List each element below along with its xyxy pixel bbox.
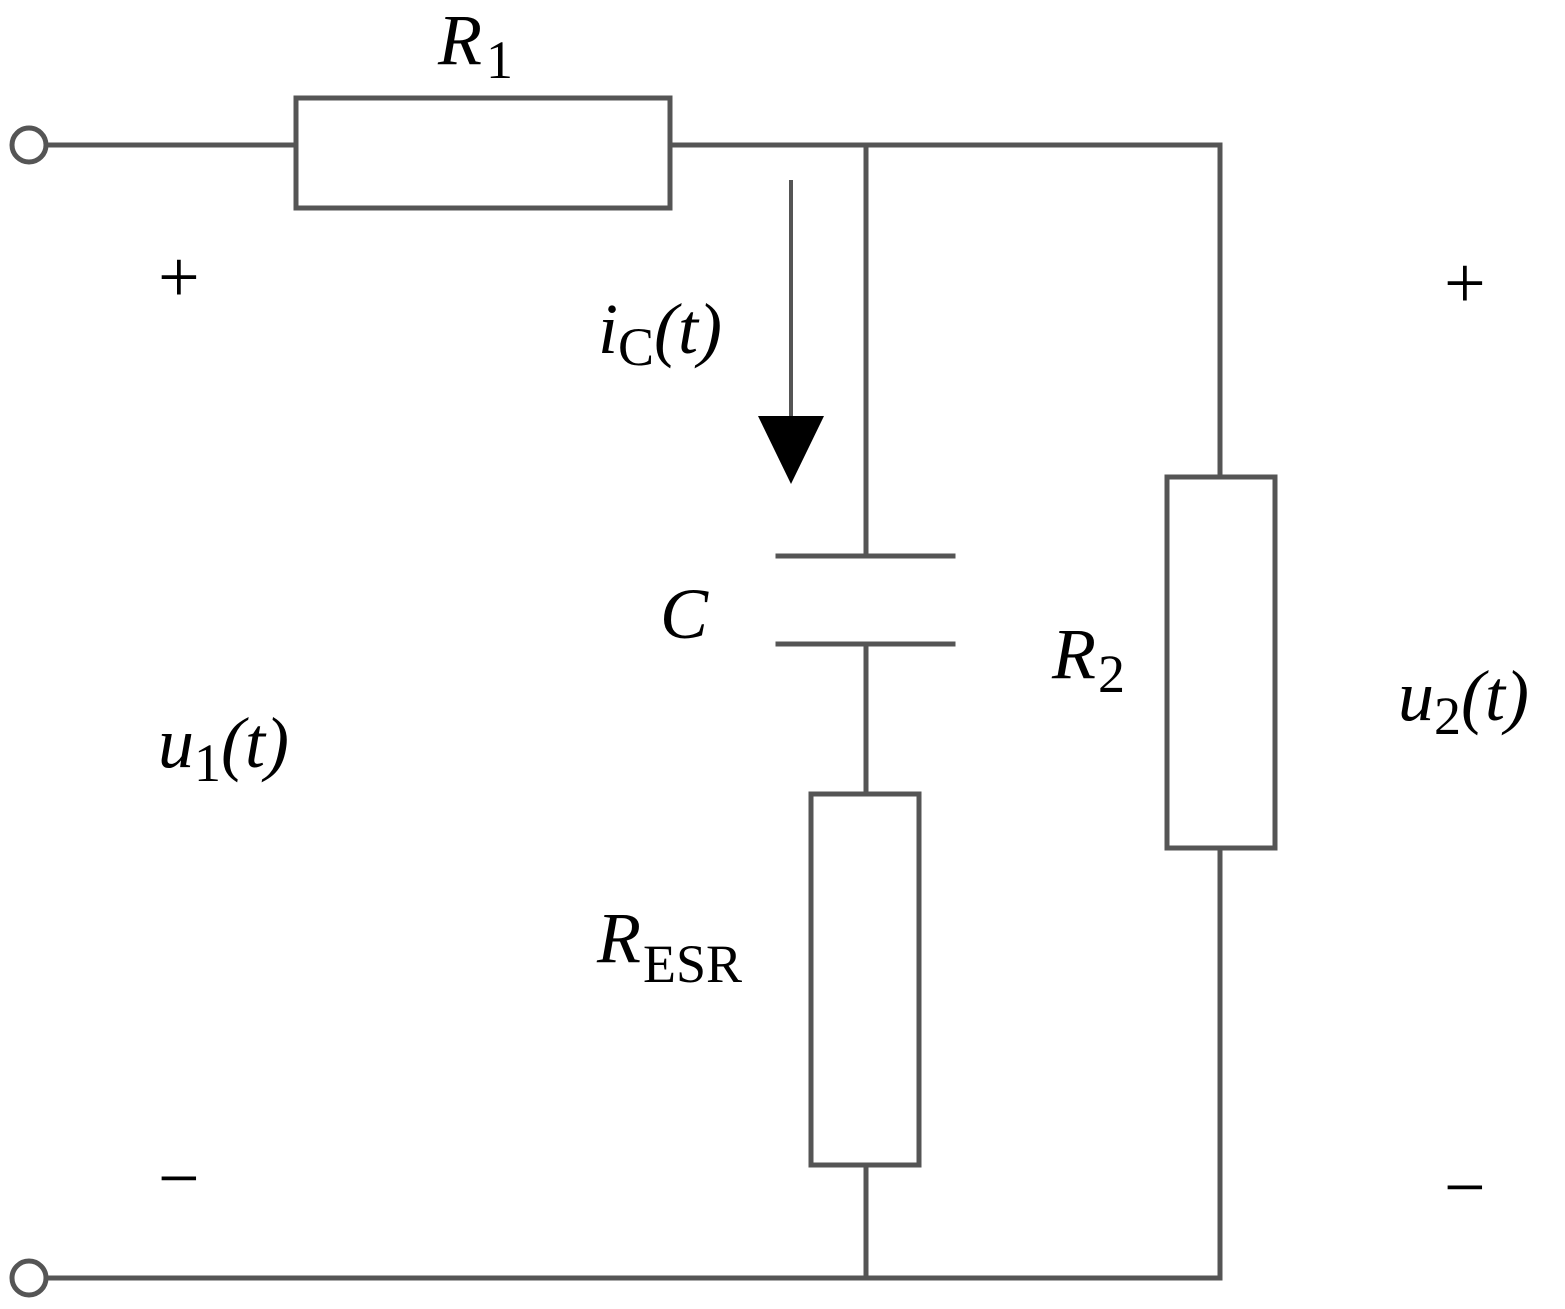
label-resr: RESR: [596, 898, 742, 994]
output-minus-sign: −: [1444, 1147, 1486, 1229]
label-ic: iC(t): [598, 289, 722, 377]
resistor-r1: [293, 95, 673, 211]
output-plus-sign: +: [1444, 243, 1486, 325]
input-terminal-bottom: [9, 1258, 49, 1298]
resistor-resr: [808, 791, 922, 1168]
label-c: C: [660, 574, 709, 654]
current-arrow-head: [758, 416, 824, 484]
input-minus-sign: −: [158, 1138, 200, 1220]
label-r1: R1: [437, 0, 513, 90]
label-r2: R2: [1051, 614, 1125, 704]
label-u2: u2(t): [1398, 656, 1529, 746]
input-plus-sign: +: [158, 237, 200, 319]
label-u1: u1(t): [158, 703, 289, 793]
input-terminal-top: [9, 125, 49, 165]
resistor-r2: [1164, 474, 1278, 851]
